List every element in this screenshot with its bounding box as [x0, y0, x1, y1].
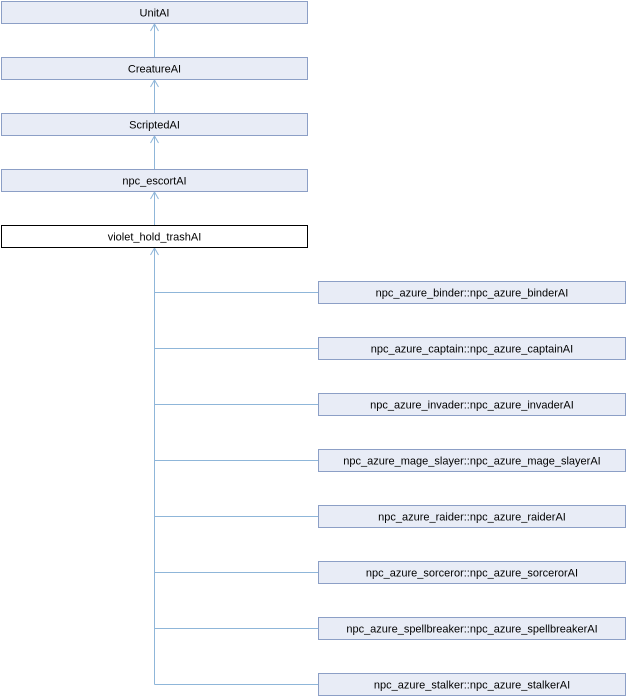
- class-node-mage-slayer[interactable]: npc_azure_mage_slayer::npc_azure_mage_sl…: [318, 449, 626, 472]
- class-node-creatureai-box: [1, 57, 308, 80]
- class-node-stalker[interactable]: npc_azure_stalker::npc_azure_stalkerAI: [318, 673, 626, 696]
- class-node-raider-label: npc_azure_raider::npc_azure_raiderAI: [378, 512, 566, 524]
- class-node-scriptedai-box: [1, 113, 308, 136]
- class-node-sorceror[interactable]: npc_azure_sorceror::npc_azure_sorcerorAI: [318, 561, 626, 584]
- class-node-unitai-label: UnitAI: [140, 8, 170, 20]
- class-node-spellbreaker[interactable]: npc_azure_spellbreaker::npc_azure_spellb…: [318, 617, 626, 640]
- class-node-creatureai[interactable]: CreatureAI: [1, 57, 308, 80]
- class-node-unitai-box: [1, 1, 308, 24]
- class-node-creatureai-label: CreatureAI: [128, 64, 181, 76]
- class-node-spellbreaker-label: npc_azure_spellbreaker::npc_azure_spellb…: [346, 624, 597, 636]
- class-node-captain[interactable]: npc_azure_captain::npc_azure_captainAI: [318, 337, 626, 360]
- class-node-binder-label: npc_azure_binder::npc_azure_binderAI: [376, 288, 569, 300]
- class-node-violet-hold-trashai[interactable]: violet_hold_trashAI: [1, 225, 308, 248]
- class-node-stalker-label: npc_azure_stalker::npc_azure_stalkerAI: [374, 680, 570, 692]
- class-node-violet-hold-trashai-box: [1, 225, 308, 248]
- class-node-binder[interactable]: npc_azure_binder::npc_azure_binderAI: [318, 281, 626, 304]
- class-node-captain-label: npc_azure_captain::npc_azure_captainAI: [371, 344, 573, 356]
- class-node-npc-escortai[interactable]: npc_escortAI: [1, 169, 308, 192]
- class-node-invader-label: npc_azure_invader::npc_azure_invaderAI: [370, 400, 574, 412]
- class-node-raider[interactable]: npc_azure_raider::npc_azure_raiderAI: [318, 505, 626, 528]
- class-node-violet-hold-trashai-label: violet_hold_trashAI: [108, 232, 202, 244]
- inheritance-edges: [150, 22, 318, 685]
- class-node-scriptedai[interactable]: ScriptedAI: [1, 113, 308, 136]
- class-node-mage-slayer-label: npc_azure_mage_slayer::npc_azure_mage_sl…: [343, 456, 600, 468]
- class-node-scriptedai-label: ScriptedAI: [129, 120, 180, 132]
- class-node-unitai[interactable]: UnitAI: [1, 1, 308, 24]
- class-node-npc-escortai-box: [1, 169, 308, 192]
- class-node-invader[interactable]: npc_azure_invader::npc_azure_invaderAI: [318, 393, 626, 416]
- class-node-sorceror-label: npc_azure_sorceror::npc_azure_sorcerorAI: [366, 568, 578, 580]
- class-node-npc-escortai-label: npc_escortAI: [122, 176, 186, 188]
